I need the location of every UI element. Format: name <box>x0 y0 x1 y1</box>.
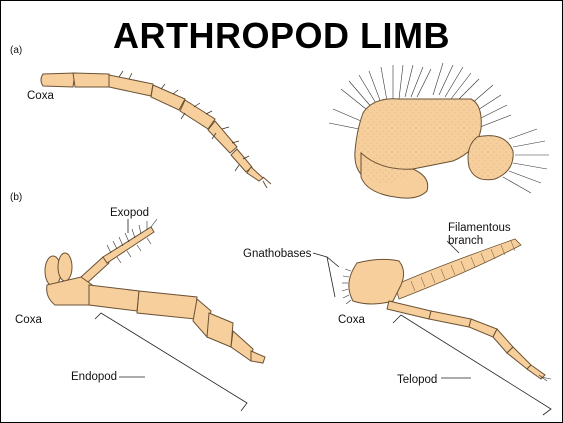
biramous-limb <box>45 227 265 363</box>
leader-lines <box>95 219 551 415</box>
